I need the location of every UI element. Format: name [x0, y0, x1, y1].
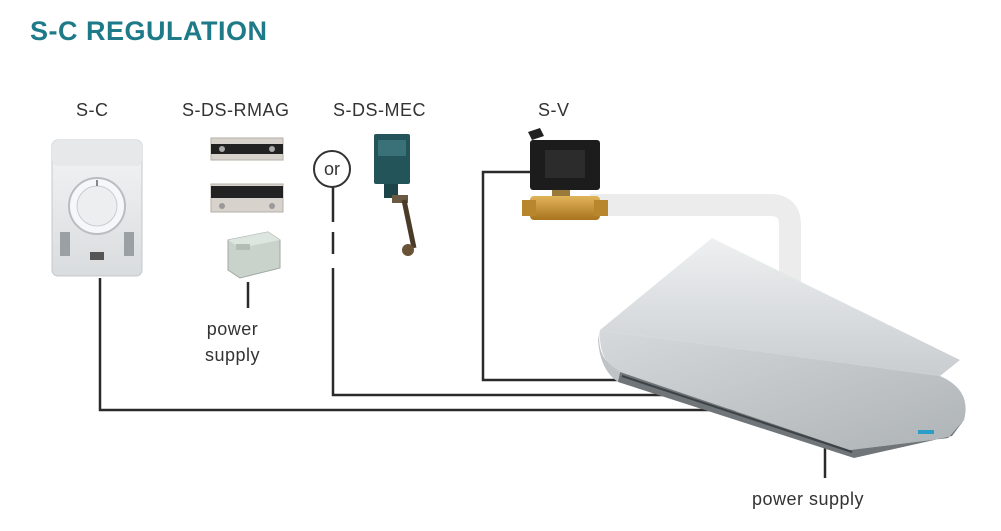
- label-s-c: S-C: [76, 100, 109, 120]
- or-badge: or: [313, 150, 351, 188]
- power-supply-label-rmag: power supply: [205, 319, 261, 365]
- s-c-thermostat-icon: [51, 139, 143, 277]
- s-ds-rmag-icon: [210, 137, 284, 213]
- power-supply-label-curtain: power supply: [752, 489, 865, 509]
- rmag-power-box-icon: [227, 231, 281, 279]
- wire-s-c: [98, 278, 740, 412]
- label-s-ds-rmag: S-DS-RMAG: [182, 100, 290, 120]
- air-curtain-icon: [598, 238, 966, 458]
- page-title: S-C REGULATION: [30, 16, 268, 46]
- label-s-ds-mec: S-DS-MEC: [333, 100, 426, 120]
- wires: [98, 170, 827, 478]
- wire-or-bottom: [331, 268, 680, 397]
- s-ds-mec-icon: [374, 134, 417, 256]
- wire-s-v: [481, 170, 630, 382]
- label-s-v: S-V: [538, 100, 570, 120]
- s-v-valve-icon: [522, 128, 608, 220]
- water-pipe: [590, 194, 801, 300]
